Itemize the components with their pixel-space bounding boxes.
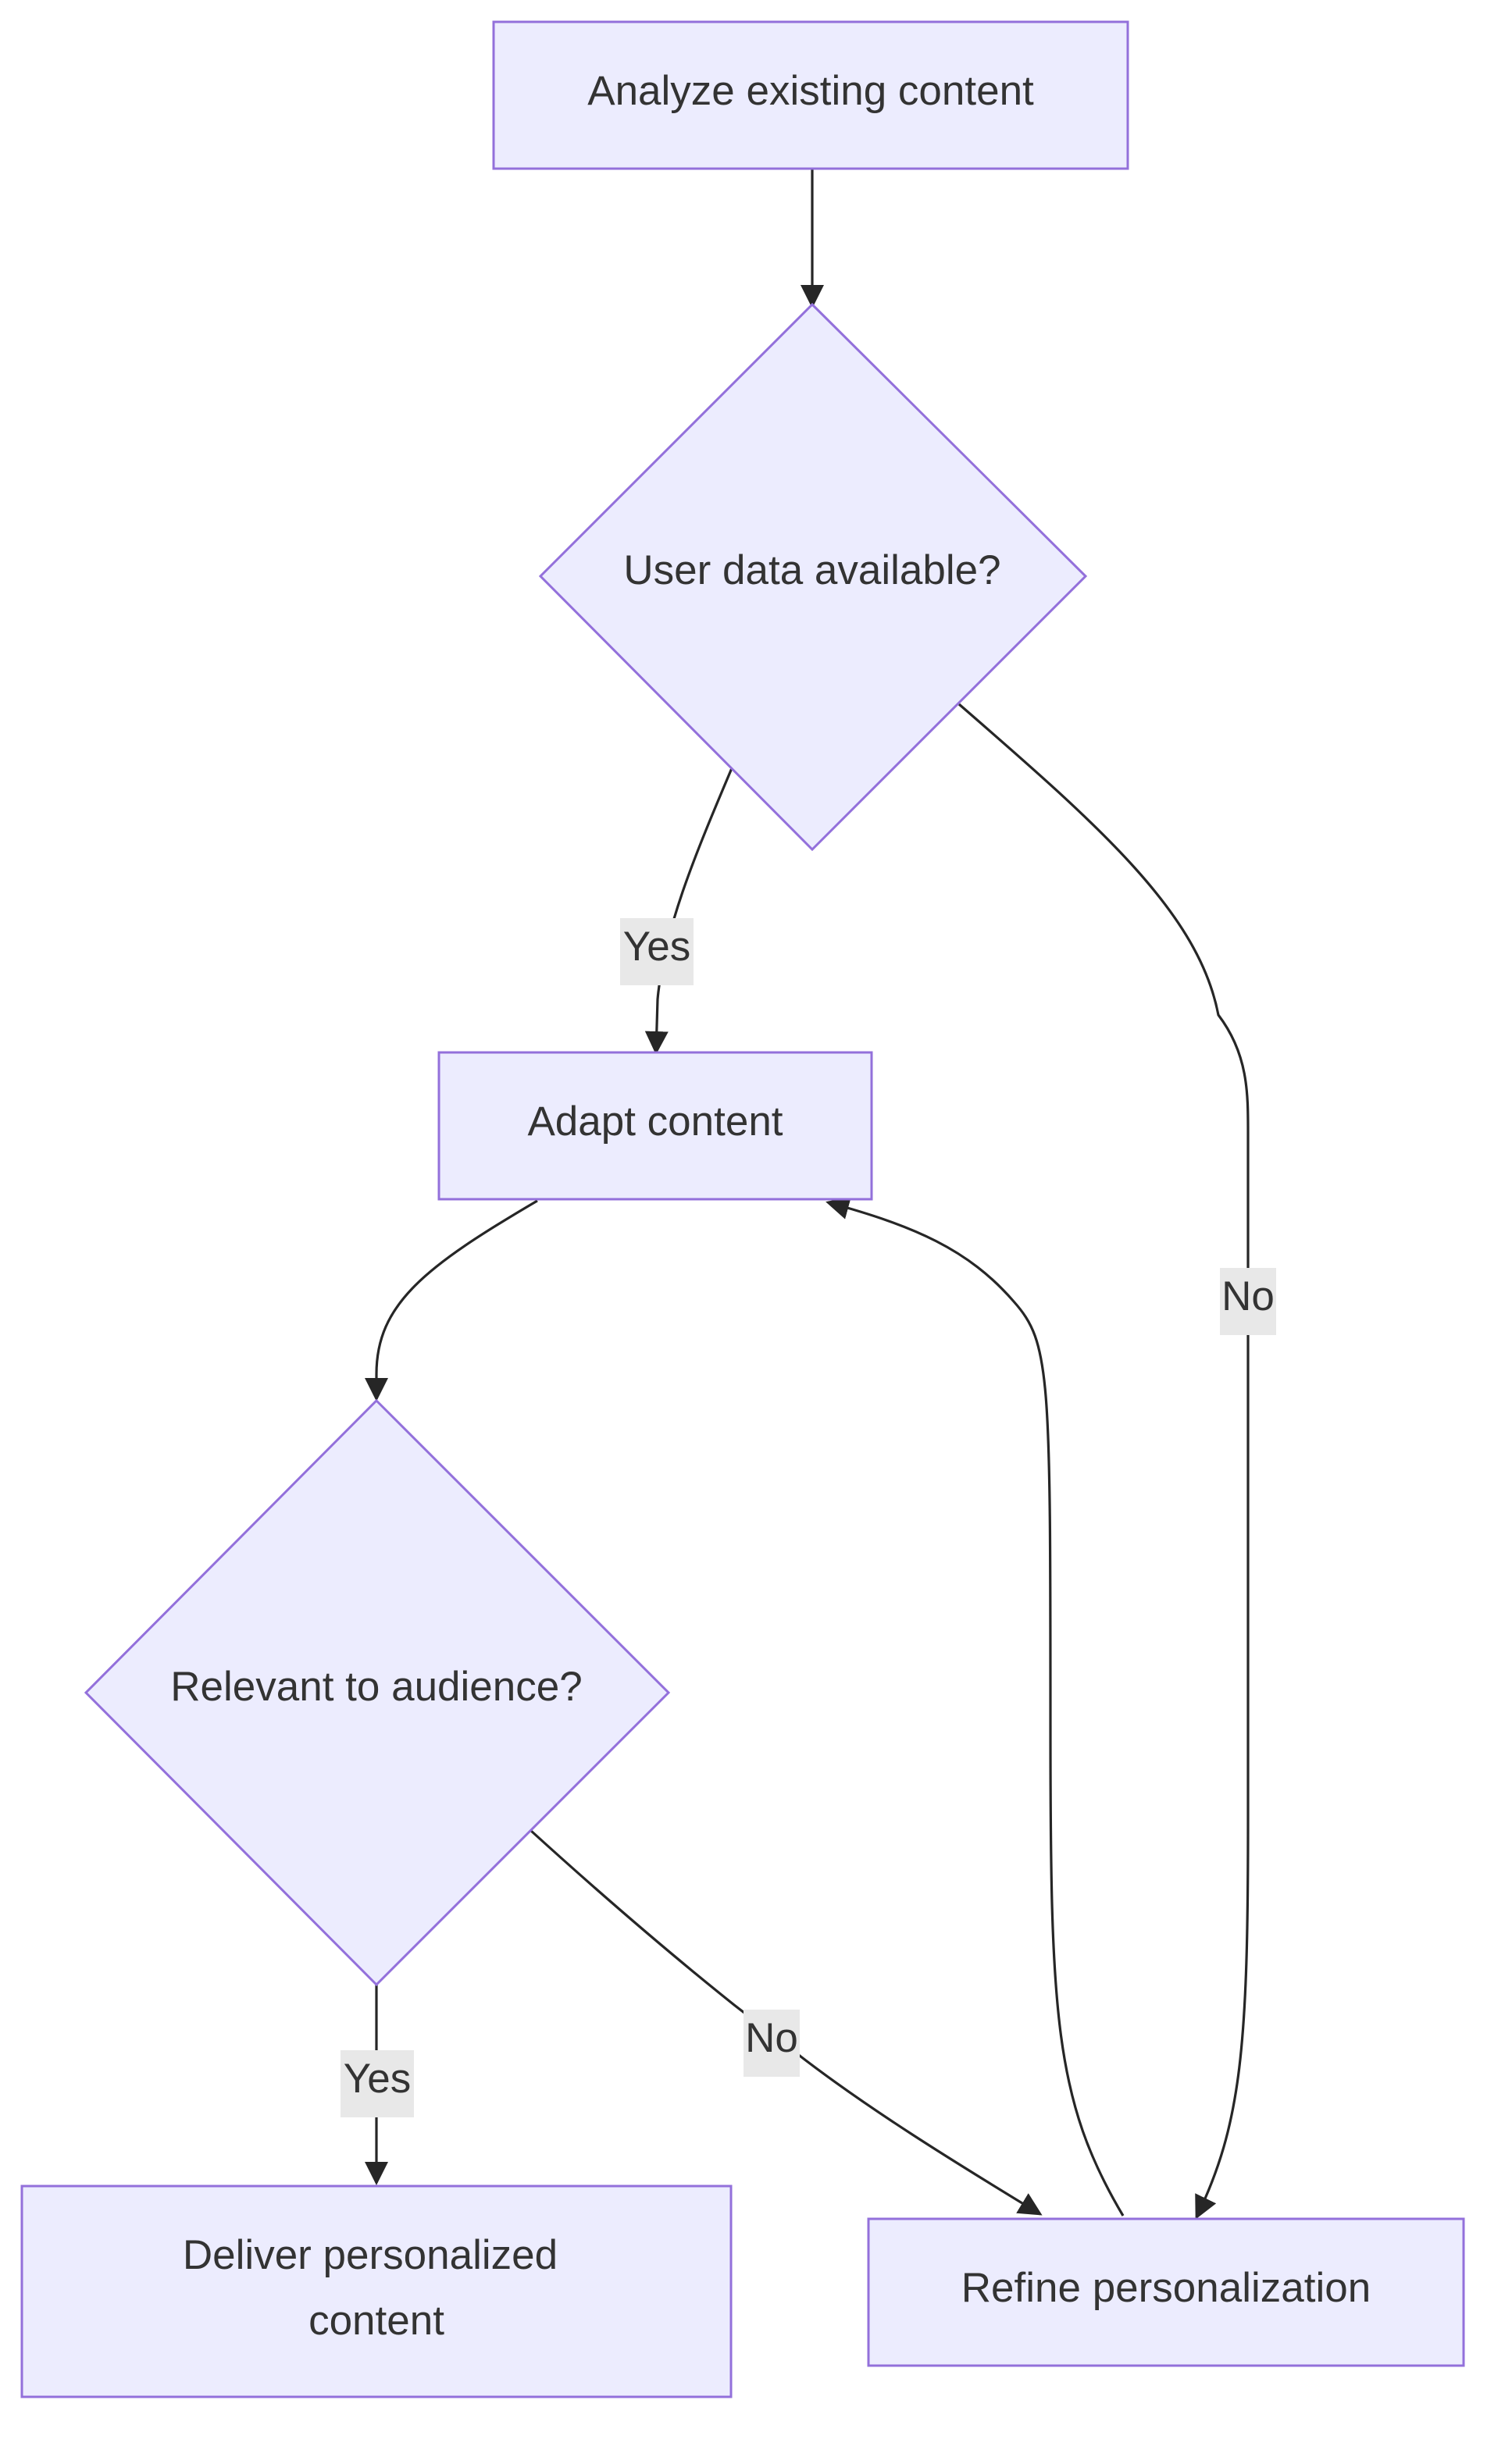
edge-user-data-to-refine-no (957, 703, 1250, 2220)
node-label: Analyze existing content (587, 68, 1034, 114)
node-label: User data available? (623, 547, 1000, 593)
svg-text:No: No (1221, 1273, 1275, 1319)
node-label: Relevant to audience? (170, 1664, 582, 1710)
node-label: Adapt content (527, 1098, 783, 1145)
node-label-line-1: Deliver personalized (183, 2232, 558, 2278)
node-adapt-content: Adapt content (437, 1051, 873, 1201)
svg-text:No: No (745, 2015, 798, 2061)
node-label-line-2: content (308, 2298, 444, 2344)
edge-refine-to-adapt (826, 1196, 1125, 2217)
node-refine-personalization: Refine personalization (867, 2217, 1465, 2367)
svg-text:Yes: Yes (623, 924, 690, 970)
edge-user-data-to-adapt-yes (644, 767, 733, 1055)
edge-label-user-data-no: No (1220, 1268, 1276, 1335)
node-user-data-available: User data available? (538, 302, 1088, 852)
edge-label-user-data-yes: Yes (620, 918, 694, 985)
edge-label-relevant-yes: Yes (341, 2050, 414, 2117)
node-label: Refine personalization (961, 2265, 1371, 2311)
node-relevant-to-audience: Relevant to audience? (84, 1398, 671, 1987)
node-deliver-personalized-content: Deliver personalized content (20, 2184, 733, 2398)
svg-text:Yes: Yes (344, 2056, 411, 2102)
edge-adapt-to-relevant (365, 1199, 538, 1401)
edge-label-relevant-no: No (744, 2010, 800, 2077)
node-analyze-existing-content: Analyze existing content (492, 20, 1129, 170)
